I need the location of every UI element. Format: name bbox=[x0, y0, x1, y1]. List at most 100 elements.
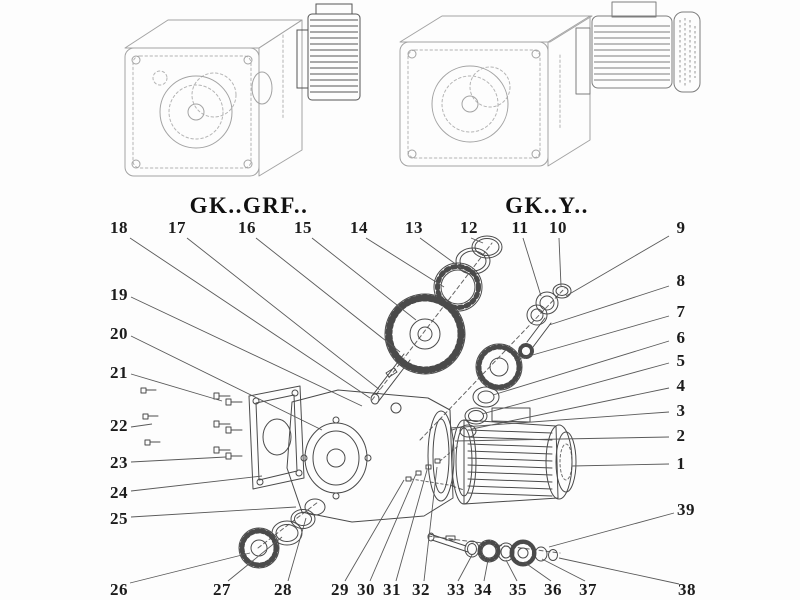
gk-y-motor bbox=[576, 2, 700, 94]
part-number-22: 22 bbox=[110, 416, 128, 435]
part-number-2: 2 bbox=[676, 426, 686, 445]
shaft-key bbox=[386, 368, 397, 377]
part-number-5: 5 bbox=[676, 351, 686, 370]
leader-line-4 bbox=[472, 388, 669, 429]
leader-line-14 bbox=[366, 238, 444, 287]
leader-line-28 bbox=[288, 518, 306, 581]
leader-line-23 bbox=[131, 457, 226, 462]
part-number-10: 10 bbox=[549, 218, 567, 237]
leader-line-33 bbox=[458, 555, 472, 581]
leader-line-27 bbox=[228, 537, 282, 581]
leader-line-21 bbox=[131, 374, 222, 401]
exploded-view bbox=[141, 236, 576, 568]
variant-label-gk-grf: GK..GRF.. bbox=[189, 193, 309, 218]
leader-line-18 bbox=[130, 238, 370, 398]
cover-plate bbox=[249, 386, 304, 489]
part-number-32: 32 bbox=[412, 580, 430, 599]
leader-line-11 bbox=[523, 238, 541, 296]
leader-line-35 bbox=[506, 560, 517, 581]
leader-line-26 bbox=[130, 553, 250, 583]
leader-line-32 bbox=[424, 467, 437, 581]
large-gear bbox=[385, 294, 465, 374]
part-number-15: 15 bbox=[294, 218, 312, 237]
leader-line-36 bbox=[524, 562, 551, 581]
part-number-37: 37 bbox=[579, 580, 597, 599]
gearbox-drawing-gk-grf bbox=[125, 20, 302, 176]
part-number-27: 27 bbox=[213, 580, 231, 599]
part-number-38: 38 bbox=[678, 580, 696, 599]
bevel-gear bbox=[476, 344, 522, 390]
output-shaft-parts bbox=[428, 533, 558, 566]
cover-bolts bbox=[214, 393, 242, 459]
leader-line-39 bbox=[549, 513, 674, 547]
washers-rings bbox=[460, 387, 499, 437]
flange-bolts bbox=[406, 446, 458, 486]
leader-line-25 bbox=[131, 507, 296, 517]
part-number-34: 34 bbox=[474, 580, 492, 599]
leader-line-10 bbox=[559, 238, 561, 286]
leader-line-5 bbox=[482, 363, 669, 414]
leader-line-29 bbox=[345, 480, 404, 581]
part-number-23: 23 bbox=[110, 453, 128, 472]
axis-lines bbox=[258, 243, 565, 553]
part-number-26: 26 bbox=[110, 580, 128, 599]
leader-line-7 bbox=[515, 316, 669, 360]
part-number-31: 31 bbox=[383, 580, 401, 599]
seal-bearing-group bbox=[239, 499, 325, 568]
part-number-6: 6 bbox=[676, 328, 686, 347]
part-number-25: 25 bbox=[110, 509, 128, 528]
leader-line-12 bbox=[471, 238, 483, 243]
leader-line-17 bbox=[187, 238, 380, 390]
leader-line-37 bbox=[542, 559, 585, 581]
part-number-16: 16 bbox=[238, 218, 256, 237]
part-number-12: 12 bbox=[460, 218, 478, 237]
output-key bbox=[446, 536, 455, 540]
part-number-3: 3 bbox=[676, 401, 686, 420]
leader-line-1 bbox=[572, 464, 669, 466]
gk-grf-input-adapter bbox=[297, 4, 360, 100]
part-number-17: 17 bbox=[168, 218, 186, 237]
part-number-7: 7 bbox=[676, 302, 686, 321]
leader-line-16 bbox=[256, 238, 400, 352]
part-number-14: 14 bbox=[350, 218, 368, 237]
gearbox-drawing-gk-y bbox=[400, 16, 592, 166]
leader-line-19 bbox=[131, 297, 362, 406]
leader-line-30 bbox=[370, 474, 416, 581]
leader-line-2 bbox=[455, 437, 669, 441]
part-number-36: 36 bbox=[544, 580, 562, 599]
part-number-21: 21 bbox=[110, 363, 128, 382]
leader-lines bbox=[130, 236, 679, 584]
leader-line-6 bbox=[493, 341, 669, 395]
gear-housing bbox=[287, 390, 454, 522]
leader-line-15 bbox=[312, 238, 416, 320]
part-number-19: 19 bbox=[110, 285, 128, 304]
leader-line-31 bbox=[396, 470, 427, 581]
mounting-bolts bbox=[141, 388, 160, 445]
part-number-35: 35 bbox=[509, 580, 527, 599]
part-number-9: 9 bbox=[676, 218, 686, 237]
part-number-8: 8 bbox=[676, 271, 686, 290]
leader-line-8 bbox=[549, 286, 669, 325]
leader-line-24 bbox=[131, 476, 262, 491]
leader-line-34 bbox=[484, 560, 488, 581]
part-number-39: 39 bbox=[677, 500, 695, 519]
part-number-4: 4 bbox=[676, 376, 686, 395]
variant-label-gk-y: GK..Y.. bbox=[505, 193, 589, 218]
leader-line-22 bbox=[131, 424, 152, 427]
part-number-20: 20 bbox=[110, 324, 128, 343]
retaining-rings bbox=[456, 236, 502, 274]
part-number-13: 13 bbox=[405, 218, 423, 237]
part-number-11: 11 bbox=[511, 218, 529, 237]
part-number-28: 28 bbox=[274, 580, 292, 599]
part-number-30: 30 bbox=[357, 580, 375, 599]
part-number-24: 24 bbox=[110, 483, 128, 502]
electric-motor bbox=[452, 408, 576, 504]
part-number-18: 18 bbox=[110, 218, 128, 237]
leader-line-38 bbox=[559, 558, 679, 584]
part-number-33: 33 bbox=[447, 580, 465, 599]
leader-line-9 bbox=[566, 236, 669, 296]
part-number-1: 1 bbox=[676, 454, 686, 473]
leader-line-20 bbox=[131, 336, 322, 430]
part-number-29: 29 bbox=[331, 580, 349, 599]
